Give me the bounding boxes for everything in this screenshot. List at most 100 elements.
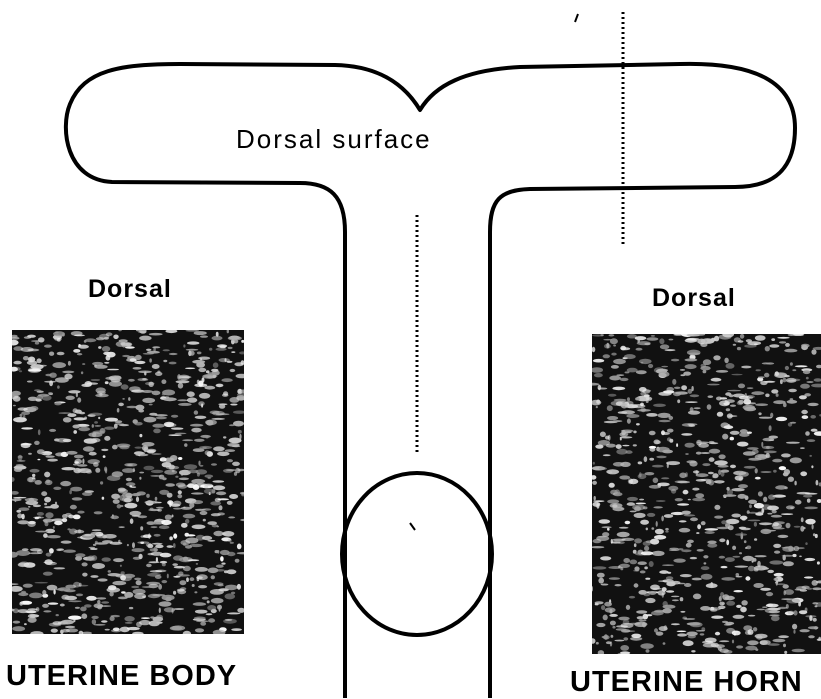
speckle bbox=[659, 338, 664, 344]
speckle bbox=[751, 391, 764, 395]
speckle bbox=[195, 567, 208, 572]
speckle bbox=[140, 526, 143, 530]
speckle bbox=[768, 494, 775, 499]
speckle bbox=[223, 436, 226, 438]
speckle bbox=[726, 408, 730, 411]
speckle bbox=[163, 349, 170, 351]
speckle bbox=[801, 344, 810, 348]
speckle bbox=[177, 494, 182, 498]
speckle bbox=[607, 416, 618, 420]
speckle bbox=[741, 600, 747, 605]
speckle bbox=[619, 564, 630, 568]
speckle bbox=[669, 416, 674, 420]
speckle bbox=[57, 385, 60, 388]
speckle bbox=[53, 567, 65, 569]
speckle bbox=[91, 379, 101, 381]
speckle bbox=[21, 347, 34, 352]
speckle bbox=[652, 465, 664, 468]
speckle bbox=[81, 371, 83, 374]
speckle bbox=[717, 412, 723, 417]
speckle bbox=[46, 562, 50, 564]
speckle bbox=[609, 577, 620, 580]
speckle bbox=[783, 584, 789, 588]
speckle bbox=[28, 552, 42, 554]
speckle bbox=[782, 546, 795, 552]
speckle bbox=[47, 535, 61, 538]
speckle bbox=[714, 336, 719, 342]
dorsal-label-right: Dorsal bbox=[652, 284, 736, 313]
speckle bbox=[181, 523, 188, 528]
speckle bbox=[92, 529, 102, 531]
speckle bbox=[12, 491, 19, 495]
speckle bbox=[210, 501, 221, 505]
speckle bbox=[645, 598, 655, 603]
speckle bbox=[711, 378, 722, 382]
speckle bbox=[744, 540, 747, 543]
speckle bbox=[617, 541, 625, 544]
speckle bbox=[643, 541, 651, 546]
speckle bbox=[120, 565, 122, 567]
speckle bbox=[129, 485, 132, 487]
speckle bbox=[104, 362, 109, 364]
speckle bbox=[737, 401, 743, 405]
speckle bbox=[762, 606, 767, 608]
speckle bbox=[690, 517, 698, 521]
speckle bbox=[165, 330, 177, 333]
speckle bbox=[21, 514, 24, 520]
speckle bbox=[701, 452, 710, 454]
speckle bbox=[609, 614, 618, 617]
speckle bbox=[217, 526, 220, 528]
speckle bbox=[613, 462, 624, 467]
speckle bbox=[139, 477, 141, 480]
speckle bbox=[741, 366, 751, 369]
speckle bbox=[706, 583, 718, 588]
speckle bbox=[74, 335, 85, 337]
speckle bbox=[711, 616, 723, 619]
speckle bbox=[649, 458, 654, 461]
speckle bbox=[159, 490, 169, 495]
speckle bbox=[640, 570, 646, 573]
speckle bbox=[638, 474, 647, 480]
speckle bbox=[765, 346, 770, 351]
speckle bbox=[778, 535, 789, 538]
speckle bbox=[608, 394, 616, 397]
speckle bbox=[593, 566, 607, 569]
speckle bbox=[786, 378, 797, 383]
speckle bbox=[766, 362, 774, 364]
speckle bbox=[705, 531, 715, 534]
speckle bbox=[163, 360, 167, 362]
speckle bbox=[147, 573, 161, 577]
speckle bbox=[17, 520, 29, 524]
speckle bbox=[64, 374, 72, 380]
speckle bbox=[77, 585, 89, 587]
speckle bbox=[812, 580, 818, 586]
speckle bbox=[809, 615, 812, 621]
speckle bbox=[767, 513, 772, 515]
speckle bbox=[187, 559, 199, 561]
speckle bbox=[696, 473, 709, 477]
speckle bbox=[621, 410, 635, 414]
speckle bbox=[679, 528, 691, 533]
speckle bbox=[233, 411, 244, 414]
speckle bbox=[206, 420, 213, 426]
speckle bbox=[51, 629, 58, 633]
speckle bbox=[30, 631, 43, 634]
speckle bbox=[811, 349, 816, 355]
speckle bbox=[718, 606, 726, 609]
speckle bbox=[730, 437, 734, 441]
speckle bbox=[172, 563, 178, 566]
speckle bbox=[636, 610, 647, 613]
speckle bbox=[108, 585, 116, 590]
speckle bbox=[804, 558, 815, 561]
speckle bbox=[169, 353, 178, 355]
speckle bbox=[175, 476, 178, 478]
speckle bbox=[794, 526, 801, 528]
speckle bbox=[777, 337, 789, 339]
speckle bbox=[681, 433, 692, 436]
speckle bbox=[646, 649, 650, 653]
speckle bbox=[101, 620, 107, 622]
speckle bbox=[726, 487, 729, 491]
speckle bbox=[616, 444, 622, 449]
speckle bbox=[193, 602, 206, 606]
speckle bbox=[612, 504, 617, 508]
